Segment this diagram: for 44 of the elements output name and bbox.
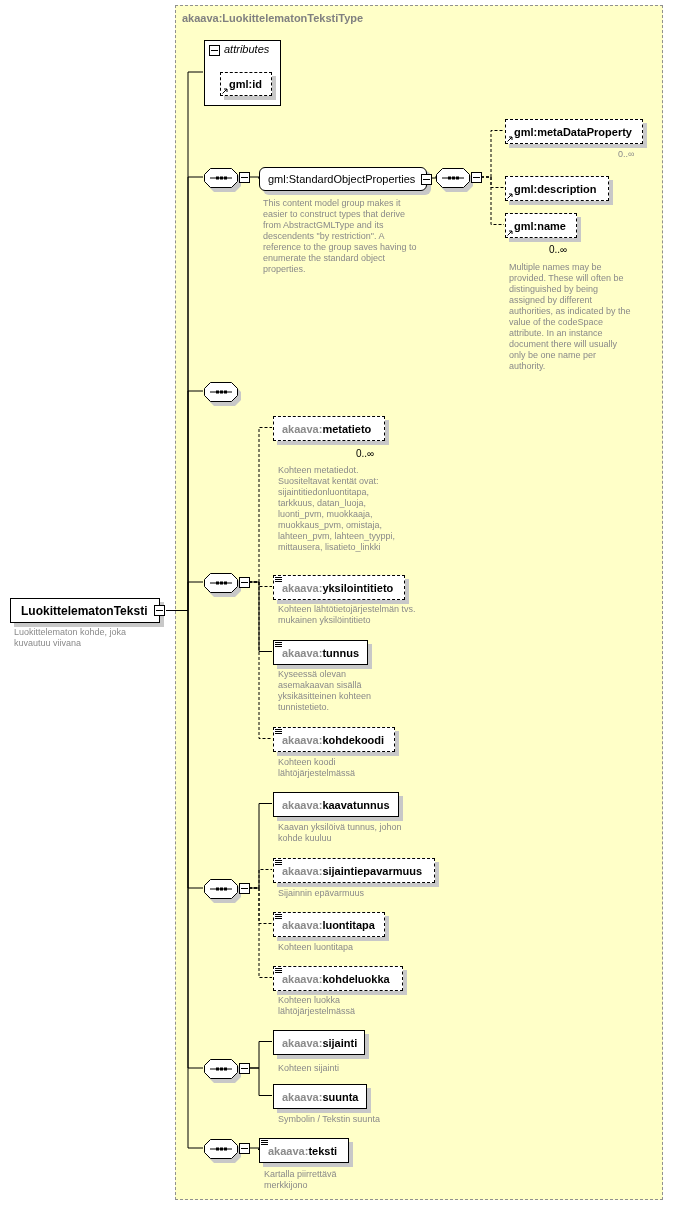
annotation-text: Multiple names may be provided. These will often be distinguished by being assigned by different authorities, as indicated by the value of the codeSpace attribute. In an instance document there will usually only be one name per authority. <box>509 262 632 372</box>
annotation-text: Kyseessä olevan asemakaavan sisällä yksikäsitteinen kohteen tunnistetieto. <box>278 669 373 713</box>
element-name: LuokittelematonTeksti <box>21 603 148 618</box>
attributes-label: attributes <box>224 43 270 55</box>
complex-type-panel <box>175 5 663 1200</box>
annotation-text: Sijainnin epävarmuus <box>278 888 366 899</box>
connector <box>248 1067 273 1096</box>
element-name: gml:id <box>229 78 262 90</box>
element-name: akaava:tunnus <box>282 646 360 659</box>
annotation-text: Kohteen luokka lähtöjärjestelmässä <box>278 995 357 1017</box>
annotation-text: Kohteen luontitapa <box>278 942 355 953</box>
dashed-connector <box>248 887 273 978</box>
annotation-text: Kohteen koodi lähtöjärjestelmässä <box>278 757 357 779</box>
element-name: akaava:sijainti <box>282 1036 358 1049</box>
element-name: akaava:metatieto <box>282 422 372 435</box>
element-name: akaava:kohdeluokka <box>282 972 390 985</box>
element-name: akaava:kohdekoodi <box>282 733 385 746</box>
attributes-box <box>204 40 281 106</box>
connector <box>248 176 260 179</box>
dashed-connector <box>248 581 273 739</box>
element-name: akaava:suunta <box>282 1090 359 1103</box>
connector <box>248 1147 260 1150</box>
element-name: akaava:sijaintiepavarmuus <box>282 864 423 877</box>
element-name: akaava:luontitapa <box>282 918 375 931</box>
dashed-connector <box>480 176 505 225</box>
element-name: gml:metaDataProperty <box>514 125 632 138</box>
annotation-text: 0..∞ <box>618 149 636 160</box>
annotation-text: Kohteen sijainti <box>278 1063 341 1074</box>
annotation-text: Kohteen metatiedot. Suositeltavat kentät ovat: sijaintitiedonluontitapa, tarkkuus, datan_luoja, luonti_pvm, muokkaaja, muokkaus_pvm, omistaja, lahteen_pvm, lahteen_tyyppi, mittausera, lisatieto_linkki <box>278 465 397 553</box>
multiplicity-label: 0..∞ <box>549 244 568 255</box>
element-name: gml:StandardObjectProperties <box>268 173 416 185</box>
type-title: akaava:LuokittelematonTekstiType <box>182 12 364 24</box>
annotation-text: Luokittelematon kohde, joka kuvautuu viivana <box>14 627 128 649</box>
element-name: gml:name <box>514 219 566 232</box>
annotation-text: Kaavan yksilöivä tunnus, johon kohde kuuluu <box>278 822 403 844</box>
annotation-text: Kartalla piirrettävä merkkijono <box>264 1169 338 1191</box>
element-name: akaava:yksilointitieto <box>282 581 394 594</box>
element-name: akaava:kaavatunnus <box>282 798 390 811</box>
element-name: akaava:teksti <box>268 1144 338 1157</box>
annotation-text: This content model group makes it easier to construct types that derive from AbstractGMLType and its descendents "by restriction". A reference to the group saves having to enumerate the standard object properties. <box>263 198 418 275</box>
multiplicity-label: 0..∞ <box>356 448 375 459</box>
element-name: gml:description <box>514 182 597 195</box>
annotation-text: Kohteen lähtötietojärjestelmän tvs. mukainen yksilöintitieto <box>278 604 417 626</box>
annotation-text: Symbolin / Tekstin suunta <box>278 1114 381 1125</box>
